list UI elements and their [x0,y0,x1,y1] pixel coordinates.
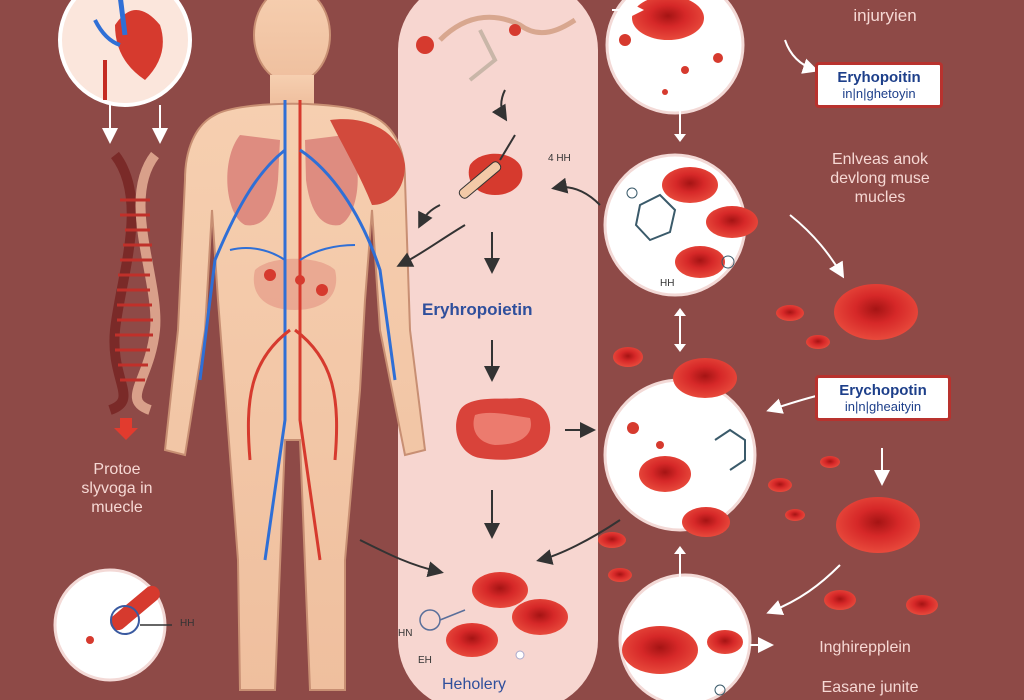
tissue-blob [456,398,551,460]
center-label-erythropoietin: Eryhropoietin [422,300,533,319]
heart-circle [58,0,192,107]
right-circle-3 [603,358,757,537]
loose-red-cells [598,284,938,615]
human-body [163,0,427,691]
right-circle-2 [603,153,758,297]
central-panel [398,0,598,700]
right-caption-1: Enlveas anok devlong muse mucles [830,151,930,206]
dna-helix [108,151,161,415]
epo-box-2: Erychopotin in|n|gheaityin [815,375,951,421]
injured-cell-figure [458,134,523,199]
mol-label-right-circle: HH [660,278,675,289]
red-down-arrow-icon [114,418,138,440]
bottom-center-label: Heholery [442,676,507,693]
bottom-right-caption: Easane junite [821,679,919,696]
epo-box-1: Eryhopoitin in|n|ghetoyin [815,62,943,108]
top-right-caption: injuryien [853,6,917,25]
epo-box-2-subtitle: in|n|gheaityin [844,399,922,414]
top-protein-figure [416,14,577,82]
right-caption-2: Inghirepplein [819,639,911,656]
mol-label-center-bottom: EH [418,655,432,666]
epo-box-2-title: Erychopotin [839,382,927,399]
right-circle-4 [618,573,752,700]
right-circle-1 [605,0,745,115]
muscle-cell-circle [53,568,172,682]
mol-label-top: 4 HH [548,153,571,164]
epo-box-1-subtitle: in|n|ghetoyin [842,86,916,101]
epo-box-1-title: Eryhopoitin [837,69,921,86]
mol-label-center-left: HN [398,628,413,639]
bottom-center-cells [419,572,568,660]
left-caption: Protoe slyvoga in muecle [81,461,153,516]
mol-label-left-circle: HH [180,618,195,629]
